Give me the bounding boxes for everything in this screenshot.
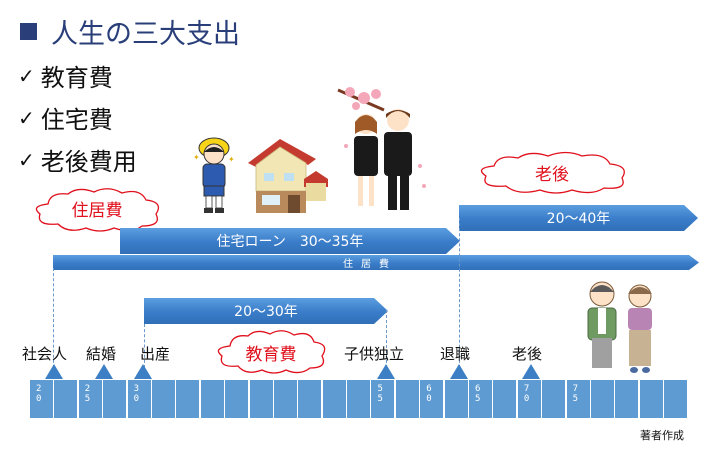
bullet-label: 住宅費	[40, 106, 113, 134]
svg-text:✦: ✦	[228, 155, 235, 164]
age-cell	[542, 380, 566, 418]
age-cell	[151, 380, 175, 418]
cloud-retirement: 老後	[472, 150, 632, 194]
marker-triangle-icon	[450, 364, 468, 379]
age-cell	[176, 380, 200, 418]
age-cell	[54, 380, 78, 418]
bullet-label: 教育費	[40, 64, 113, 92]
marker-triangle-icon	[45, 364, 63, 379]
event-label-old-age: 老後	[512, 345, 543, 363]
event-label-child-independence: 子供独立	[344, 345, 405, 363]
age-cell	[249, 380, 273, 418]
elderly-couple-illustration	[587, 281, 652, 373]
event-label-retirement: 退職	[440, 345, 471, 363]
guide-line-30	[144, 324, 145, 368]
housing-cost-arrow: 住居費	[53, 255, 699, 270]
age-cell	[347, 380, 371, 418]
guide-line-20	[53, 268, 54, 368]
marker-triangle-icon	[377, 364, 395, 379]
education-period-arrow: 20〜30年	[144, 298, 388, 324]
event-label-marriage: 結婚	[86, 345, 117, 363]
schoolchild-illustration: ✦✦	[193, 137, 235, 213]
age-cell	[395, 380, 419, 418]
title-text: 人生の三大支出	[51, 19, 240, 50]
couple-illustration	[337, 87, 426, 210]
age-cell	[322, 380, 346, 418]
cloud-label: 老後	[535, 165, 569, 185]
marker-triangle-icon	[522, 364, 540, 379]
age-cell	[664, 380, 688, 418]
mortgage-arrow: 住宅ローン 30〜35年	[120, 228, 460, 254]
arrow-label: 20〜40年	[546, 211, 611, 227]
arrow-label: 住宅ローン 30〜35年	[216, 234, 364, 250]
age-cell	[590, 380, 614, 418]
event-label-career-start: 社会人	[22, 345, 68, 363]
checkmark-icon: ✓	[18, 105, 35, 130]
age-cell	[298, 380, 322, 418]
credit-text: 著者作成	[640, 429, 684, 442]
age-cell	[200, 380, 224, 418]
bullet-label: 老後費用	[40, 148, 137, 176]
age-cell	[444, 380, 468, 418]
marker-triangle-icon	[134, 364, 152, 379]
guide-line-55	[386, 310, 387, 368]
cloud-label: 教育費	[245, 345, 297, 365]
age-cell	[225, 380, 249, 418]
age-cell	[273, 380, 297, 418]
cloud-housing-cost: 住居費	[28, 186, 166, 232]
checkmark-icon: ✓	[18, 63, 35, 88]
guide-line-60	[459, 218, 460, 368]
age-cell	[615, 380, 639, 418]
svg-text:✦: ✦	[193, 153, 200, 162]
house-illustration	[248, 139, 328, 213]
cloud-education: 教育費	[212, 328, 330, 374]
cloud-label: 住居費	[71, 201, 123, 221]
slide-title: 人生の三大支出	[20, 12, 240, 51]
marker-triangle-icon	[95, 364, 113, 379]
event-label-childbirth: 出産	[140, 345, 171, 363]
retirement-period-arrow: 20〜40年	[459, 205, 698, 231]
age-cell	[639, 380, 663, 418]
arrow-label: 20〜30年	[234, 304, 298, 320]
age-cell	[493, 380, 517, 418]
square-bullet-icon	[20, 23, 37, 40]
age-cell	[103, 380, 127, 418]
bullet-housing: ✓ 住宅費	[18, 100, 113, 135]
bullet-retirement: ✓ 老後費用	[18, 142, 137, 177]
arrow-label: 住居費	[343, 259, 397, 270]
checkmark-icon: ✓	[18, 147, 35, 172]
bullet-education: ✓ 教育費	[18, 58, 113, 93]
